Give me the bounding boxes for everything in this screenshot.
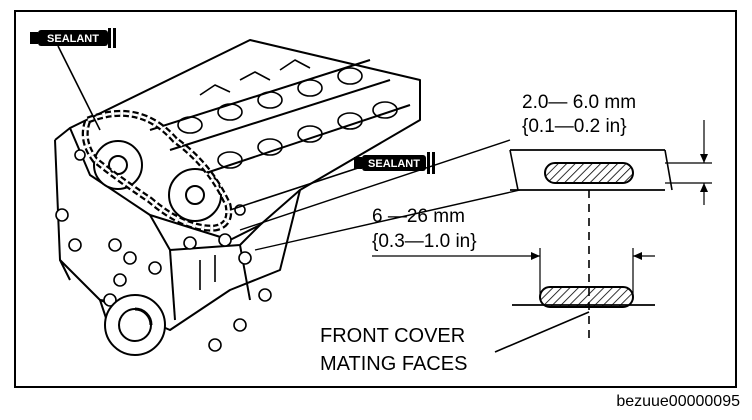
dim-lower-in: {0.3—1.0 in} [372, 231, 477, 252]
callout-line-1: FRONT COVER [320, 325, 465, 347]
dim-lower-mm: 6 —26 mm [372, 206, 465, 227]
timing-chain [81, 109, 233, 232]
callout-line-2: MATING FACES [320, 353, 467, 375]
dim-upper-mm: 2.0— 6.0 mm [522, 92, 636, 113]
sealant-label-mid: SEALANT [368, 158, 420, 170]
detail-leader-upper [239, 139, 511, 231]
bead-section-lower [372, 248, 655, 308]
figure-code: bezuue00000095 [616, 393, 740, 410]
sealant-tube-mid: SEALANT [354, 152, 435, 174]
figure-frame [14, 10, 737, 388]
sealant-mid-leader [229, 167, 359, 211]
detail-leader-lower [254, 189, 521, 251]
sealant-top-leader [57, 45, 101, 131]
callout-leader [494, 311, 590, 353]
bead-section-upper [509, 120, 712, 205]
dim-upper-in: {0.1—0.2 in} [522, 116, 627, 137]
sealant-tube-top: SEALANT [30, 28, 116, 48]
engine-illustration [54, 39, 421, 356]
sealant-label-top: SEALANT [47, 33, 99, 45]
